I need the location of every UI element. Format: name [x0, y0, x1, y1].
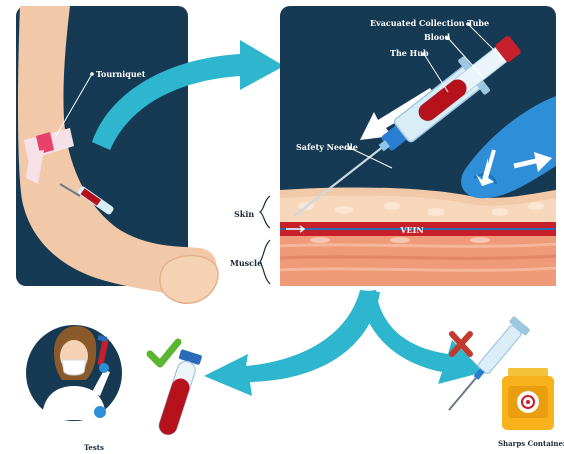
right-panel: VEIN Evacuat	[280, 6, 556, 286]
left-panel: Tourniquet	[16, 6, 218, 303]
tourniquet-label: Tourniquet	[96, 69, 146, 79]
tests-label: Tests	[84, 443, 104, 452]
skin-label: Skin	[234, 209, 254, 219]
muscle-label: Muscle	[230, 258, 262, 268]
blood-label: Blood	[424, 32, 450, 42]
arrow-to-tests	[204, 290, 380, 396]
vein-label: VEIN	[399, 225, 423, 235]
lab-technician	[26, 325, 122, 421]
tissue-cross-section	[280, 188, 556, 286]
evacuated-tube-label: Evacuated Collection Tube	[370, 18, 489, 28]
sharps-label: Sharps Container	[498, 439, 564, 448]
sharps-container	[502, 368, 554, 430]
hand	[160, 256, 218, 304]
check-mark-icon	[150, 342, 178, 364]
